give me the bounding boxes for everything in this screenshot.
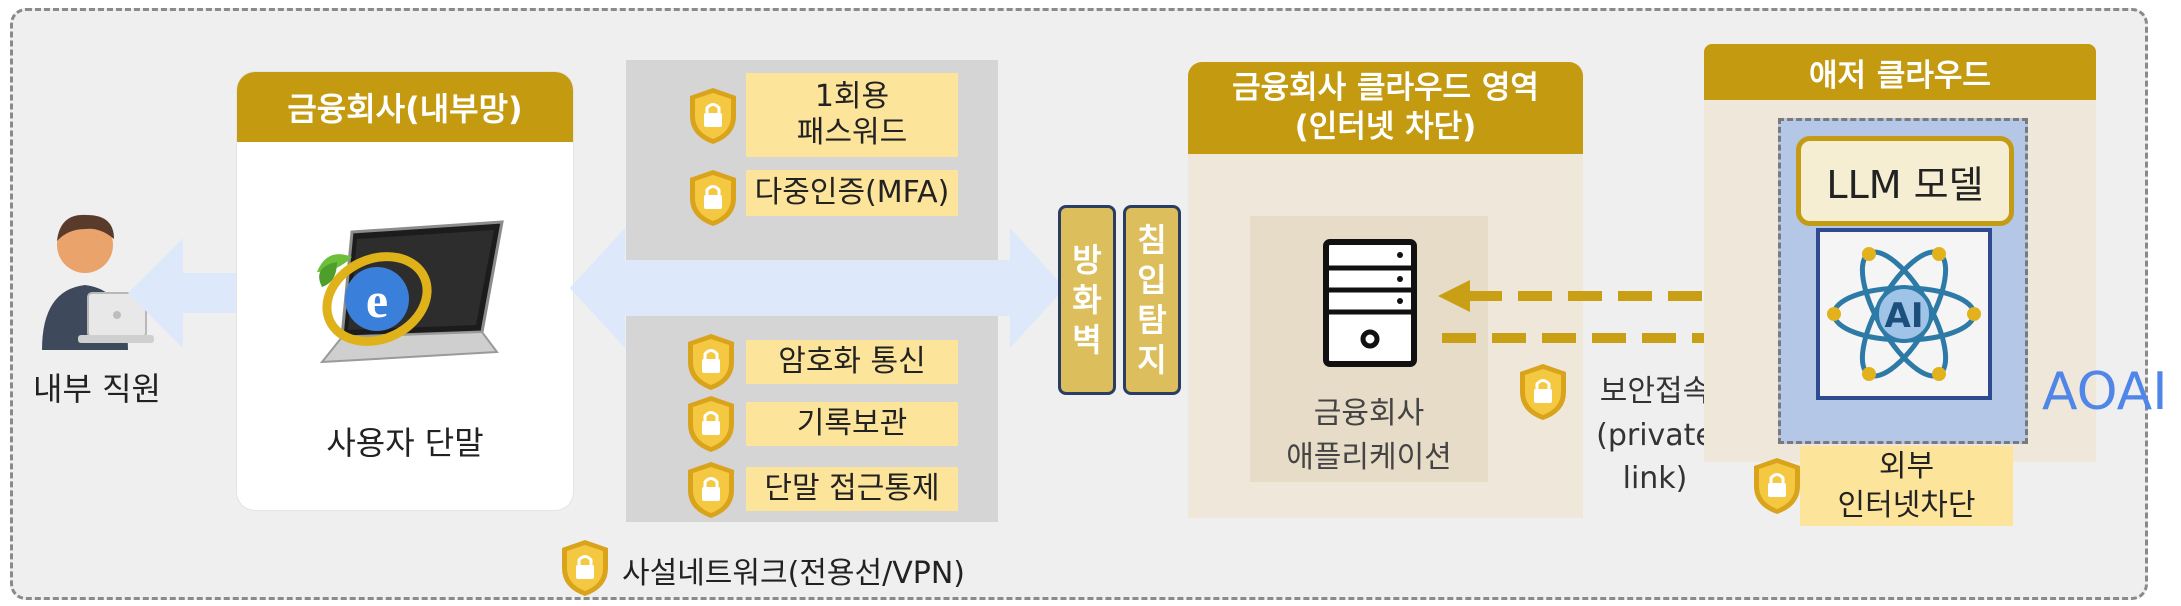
laptop-browser-icon: e [282, 217, 527, 377]
ai-text: AI [1885, 296, 1924, 336]
mfa-label: 다중인증(MFA) [746, 170, 958, 216]
internal-network-panel: 금융회사(내부망) e 사용자 단말 [237, 72, 573, 510]
azure-title: 애저 클라우드 [1704, 44, 2096, 100]
dashed-arrow-to-server [1438, 280, 1754, 312]
logging-label: 기록보관 [746, 402, 958, 446]
lock-shield-icon [688, 334, 734, 390]
fin-cloud-title: 금융회사 클라우드 영역 (인터넷 차단) [1188, 62, 1583, 154]
fin-app-label: 금융회사 애플리케이션 [1286, 396, 1452, 475]
internal-network-title: 금융회사(내부망) [237, 72, 573, 142]
svg-text:e: e [366, 272, 388, 328]
llm-model-label: LLM 모델 [1796, 136, 2014, 226]
internet-block-label: 외부 인터넷차단 [1800, 446, 2013, 526]
lock-shield-icon [688, 462, 734, 518]
firewall-box: 방 화 벽 [1058, 205, 1116, 395]
encryption-label: 암호화 통신 [746, 340, 958, 384]
private-network-label: 사설네트워크(전용선/VPN) [622, 556, 965, 591]
lock-shield-icon [690, 170, 736, 226]
terminal-label: 사용자 단말 [326, 424, 484, 462]
access-control-label: 단말 접근통제 [746, 467, 958, 511]
employee-label: 내부 직원 [33, 370, 161, 408]
lock-shield-icon [562, 540, 608, 596]
lock-shield-icon [1754, 458, 1800, 514]
employee-icon [30, 205, 160, 355]
otp-label: 1회용 패스워드 [746, 73, 958, 157]
lock-shield-icon [1520, 364, 1566, 420]
server-icon [1322, 238, 1418, 368]
secure-link-label: 보안접속 (private link) [1596, 374, 1714, 496]
lock-shield-icon [690, 88, 736, 144]
ai-atom-icon: AI [1816, 228, 1992, 400]
lock-shield-icon [688, 396, 734, 452]
arrow-terminal-firewall [570, 228, 1065, 348]
aoai-label: AOAI [2042, 362, 2168, 422]
ids-box: 침 입 탐 지 [1123, 205, 1181, 395]
